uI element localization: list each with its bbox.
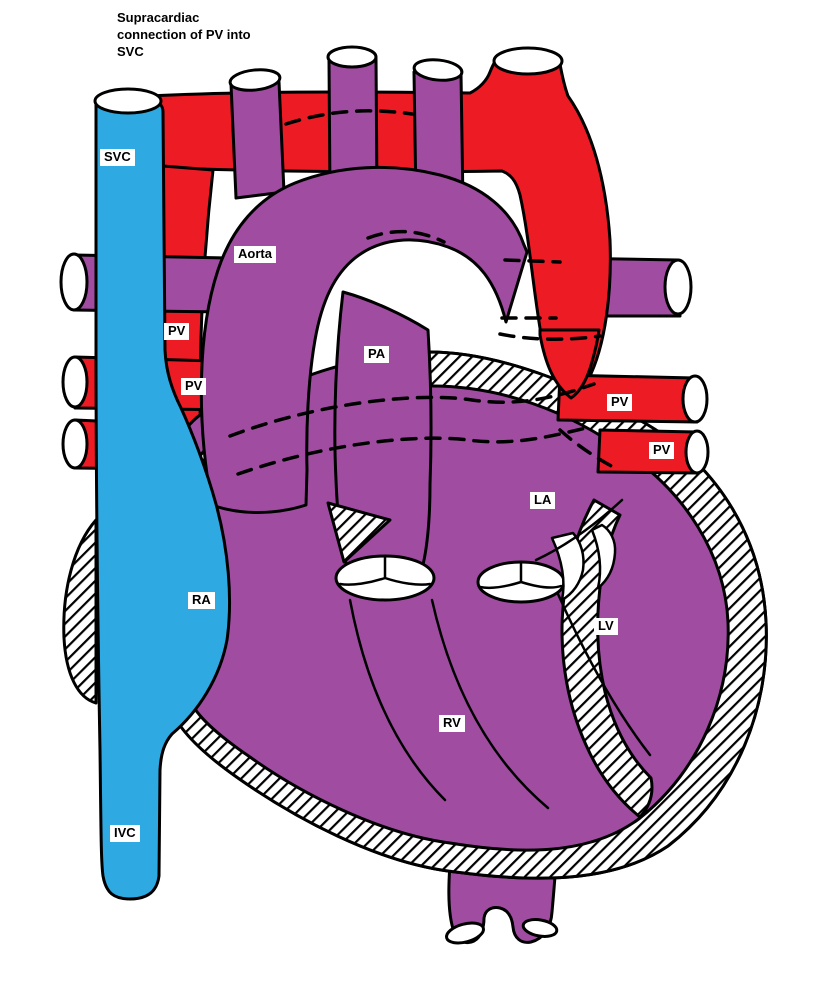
label-pv-right-lower: PV — [649, 442, 675, 459]
label-pv-vertical: PV — [164, 323, 190, 340]
label-ivc: IVC — [110, 825, 140, 842]
valves-and-chords — [334, 498, 652, 810]
svc-ivc-vein — [93, 87, 231, 901]
hidden-contour-dashes — [228, 109, 617, 476]
label-lv: LV — [594, 618, 618, 635]
label-svc: SVC — [100, 149, 135, 166]
descending-red-vessel-tip — [538, 328, 601, 400]
left-wall-crescent — [62, 518, 98, 705]
svc-opening — [93, 87, 163, 115]
label-aorta: Aorta — [234, 246, 276, 263]
pulmonary-artery-trunk — [333, 290, 433, 577]
label-rv: RV — [439, 715, 465, 732]
label-pa: PA — [364, 346, 390, 363]
chordae-lines — [348, 592, 652, 810]
septal-wall-crescent — [560, 498, 654, 819]
label-ra: RA — [188, 592, 215, 609]
la-lv-boundary — [534, 498, 624, 562]
mitral-leaflet — [590, 523, 617, 590]
infundibular-wedge — [326, 501, 392, 564]
label-pv-right-upper: PV — [607, 394, 633, 411]
label-la: LA — [530, 492, 556, 509]
arch-vessel-opening — [492, 46, 564, 76]
mitral-leaflet — [550, 531, 585, 602]
label-pv-left: PV — [181, 378, 207, 395]
diagram-title: Supracardiac connection of PV into SVC — [117, 10, 251, 59]
